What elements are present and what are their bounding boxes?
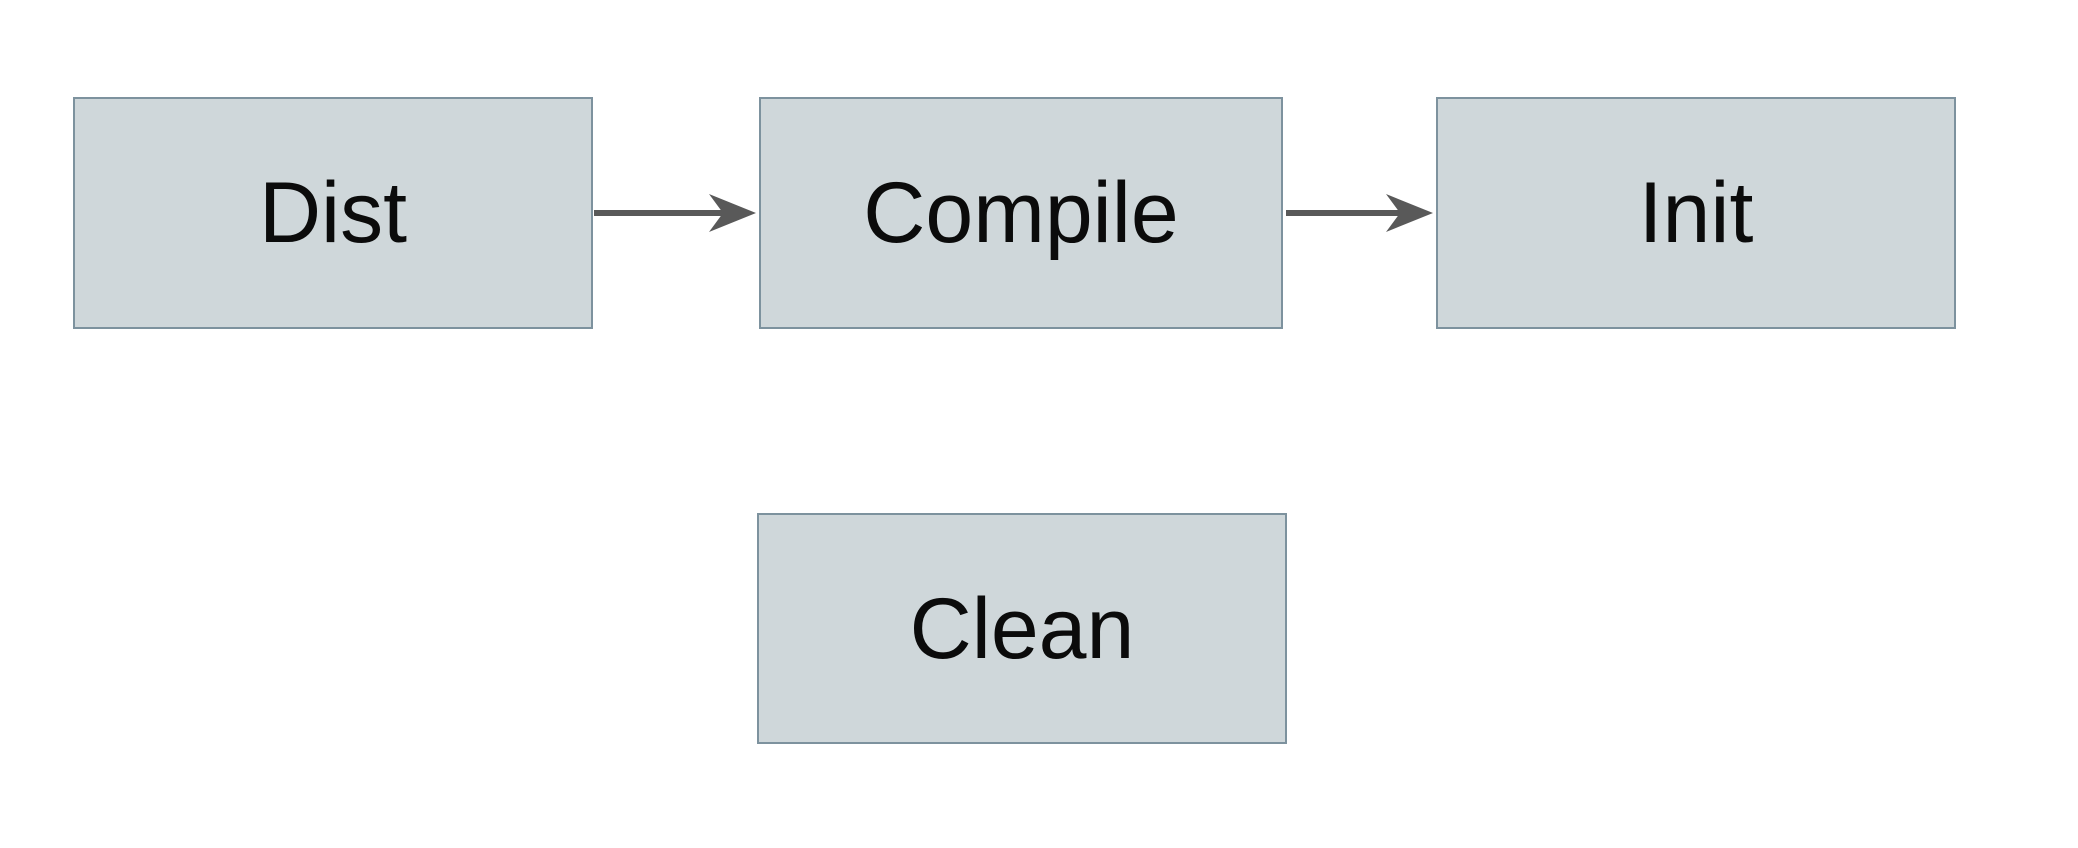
node-clean[interactable]: Clean: [757, 513, 1287, 744]
node-dist-label: Dist: [258, 165, 408, 261]
arrowhead-icon: [1386, 194, 1433, 232]
edge-dist-compile[interactable]: [594, 194, 756, 232]
node-init[interactable]: Init: [1436, 97, 1956, 329]
node-compile[interactable]: Compile: [759, 97, 1283, 329]
node-clean-label: Clean: [909, 580, 1135, 677]
node-compile-label: Compile: [863, 165, 1179, 261]
node-init-label: Init: [1638, 165, 1754, 261]
arrowhead-icon: [709, 194, 756, 232]
edge-compile-init[interactable]: [1286, 194, 1433, 232]
node-dist[interactable]: Dist: [73, 97, 593, 329]
